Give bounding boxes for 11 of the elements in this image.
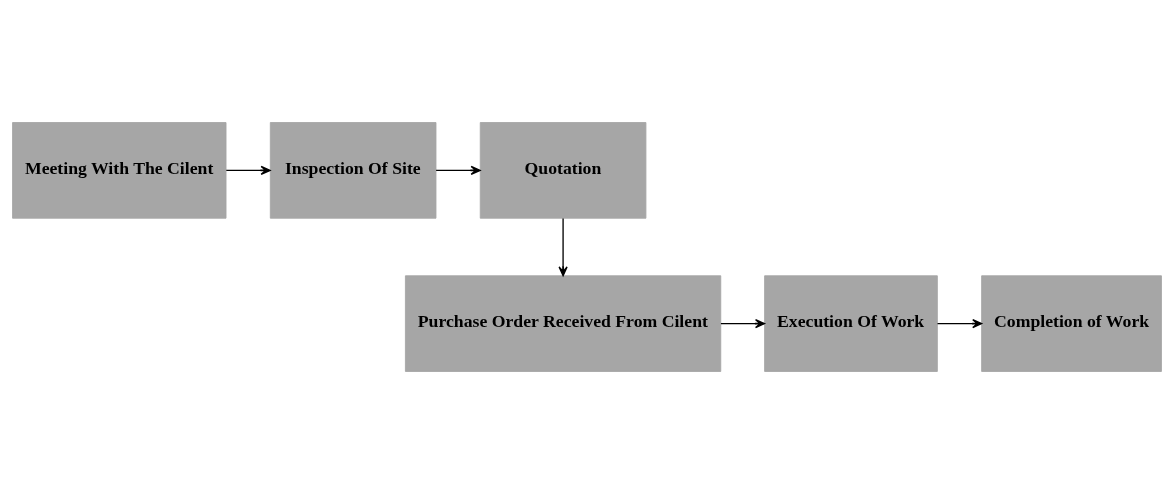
arrow (225, 165, 271, 175)
node-box: Execution Of Work (764, 274, 938, 372)
arrow (936, 318, 983, 328)
arrow (435, 165, 481, 175)
arrow (558, 217, 568, 276)
node-box: Purchase Order Received From Cilent (404, 274, 722, 372)
node-box: Meeting With The Cilent (12, 121, 227, 219)
node-box: Inspection Of Site (269, 121, 437, 219)
node-box: Quotation (479, 121, 647, 219)
node-box: Completion of Work (981, 274, 1162, 372)
arrow (720, 318, 766, 328)
